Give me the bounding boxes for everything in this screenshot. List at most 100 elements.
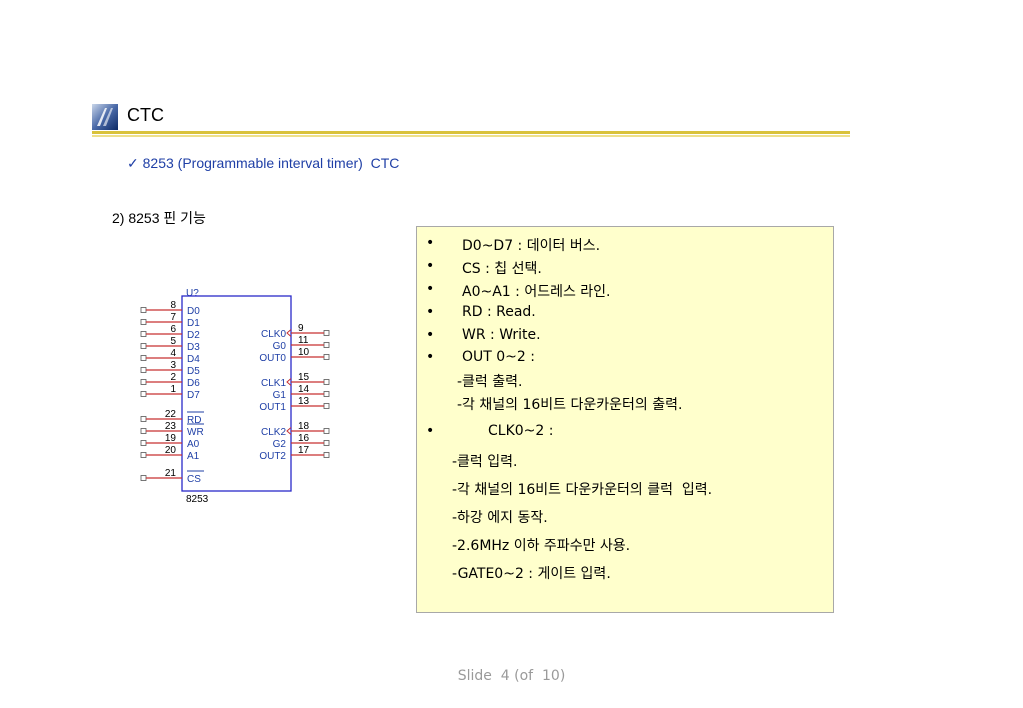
pin-terminal [140, 428, 147, 434]
pin-name: RD [187, 415, 201, 426]
pin-terminal [323, 403, 330, 409]
pin-number: 22 [165, 409, 177, 420]
pin-terminal [323, 391, 330, 397]
pin-terminal [140, 391, 147, 397]
bullet-4: • [426, 304, 435, 320]
info-item: D0~D7 : 데이터 버스. [462, 238, 601, 254]
info-subitem: -클럭 출력. [457, 374, 523, 390]
chip-body [181, 295, 292, 492]
pin-name: A0 [187, 439, 200, 450]
pin-number: 16 [298, 433, 310, 444]
info-subitem: -각 채널의 16비트 다운카운터의 클럭 입력. [452, 482, 713, 498]
pin-terminal [323, 452, 330, 458]
pin-number: 6 [170, 324, 176, 335]
chip-part-label: 8253 [186, 494, 209, 505]
pin-terminal [140, 379, 147, 385]
pin-terminal [323, 342, 330, 348]
info-item: A0~A1 : 어드레스 라인. [462, 284, 611, 300]
pin-number: 9 [298, 323, 304, 334]
pin-name: CLK1 [261, 378, 286, 389]
pin-function-box: • D0~D7 : 데이터 버스. • CS : 칩 선택. • A0~A1 :… [416, 226, 834, 613]
info-item: CS : 칩 선택. [462, 261, 542, 277]
subtitle: ✓ 8253 (Programmable interval timer) CTC [127, 155, 400, 171]
pin-terminal [140, 367, 147, 373]
section-title: 2) 8253 핀 기능 [112, 210, 206, 226]
clock-marker [286, 427, 292, 435]
info-item: CLK0~2 : [488, 423, 554, 439]
info-item: WR : Write. [462, 327, 541, 343]
pin-number: 2 [170, 372, 176, 383]
pin-name: CLK2 [261, 427, 286, 438]
pin-number: 23 [165, 421, 177, 432]
pin-terminal [323, 330, 330, 336]
pin-number: 11 [298, 335, 309, 346]
pin-name: A1 [187, 451, 200, 462]
info-subitem: -각 채널의 16비트 다운카운터의 출력. [457, 397, 683, 413]
pin-terminal [140, 416, 147, 422]
pin-name: D5 [187, 366, 200, 377]
pin-terminal [140, 307, 147, 313]
pin-number: 4 [170, 348, 176, 359]
page-title: CTC [127, 105, 164, 125]
pin-name: OUT2 [259, 451, 286, 462]
pin-number: 8 [170, 300, 176, 311]
bullet-5: • [426, 327, 435, 343]
pin-name: D6 [187, 378, 200, 389]
title-logo-icon [92, 104, 118, 130]
pin-name: D3 [187, 342, 200, 353]
pin-terminal [140, 440, 147, 446]
pin-terminal [140, 331, 147, 337]
chip-8253-diagram: U? 8253 8D07D16D25D34D43D52D61D722RD23WR… [140, 288, 330, 505]
pin-name: D2 [187, 330, 200, 341]
pin-terminal [140, 343, 147, 349]
pin-terminal [140, 452, 147, 458]
pin-number: 15 [298, 372, 310, 383]
pin-name: WR [187, 427, 204, 438]
pin-terminal [140, 319, 147, 325]
left-pin-group: 8D07D16D25D34D43D52D61D722RD23WR19A020A1… [140, 300, 204, 485]
bullet-7: • [426, 423, 435, 439]
pin-name: D1 [187, 318, 200, 329]
pin-number: 13 [298, 396, 310, 407]
clock-marker [286, 329, 292, 337]
pin-name: OUT1 [259, 402, 286, 413]
chip-ref-label: U? [186, 288, 199, 299]
pin-name: G2 [273, 439, 287, 450]
slide-footer: Slide 4 (of 10) [457, 668, 566, 684]
pin-terminal [323, 440, 330, 446]
info-subitem: -클럭 입력. [452, 454, 518, 470]
pin-number: 14 [298, 384, 310, 395]
info-subitem: -2.6MHz 이하 주파수만 사용. [452, 538, 631, 554]
info-subitem: -GATE0~2 : 게이트 입력. [452, 566, 611, 582]
pin-number: 1 [170, 384, 176, 395]
pin-terminal [323, 428, 330, 434]
pin-number: 18 [298, 421, 310, 432]
bullet-1: • [426, 235, 435, 251]
pin-terminal [140, 355, 147, 361]
right-pin-group: 9CLK011G010OUT015CLK114G113OUT118CLK216G… [259, 323, 330, 462]
bullet-3: • [426, 281, 435, 297]
pin-number: 21 [165, 468, 177, 479]
pin-name: D7 [187, 390, 200, 401]
clock-marker [286, 378, 292, 386]
pin-number: 20 [165, 445, 177, 456]
pin-number: 10 [298, 347, 310, 358]
info-item: OUT 0~2 : [462, 349, 535, 365]
pin-number: 7 [170, 312, 176, 323]
pin-name: G1 [273, 390, 287, 401]
bullet-6: • [426, 349, 435, 365]
pin-number: 19 [165, 433, 177, 444]
pin-name: OUT0 [259, 353, 286, 364]
bullet-2: • [426, 258, 435, 274]
info-subitem: -하강 에지 동작. [452, 510, 548, 526]
pin-name: CS [187, 474, 201, 485]
pin-name: D4 [187, 354, 200, 365]
pin-terminal [323, 354, 330, 360]
pin-terminal [140, 475, 147, 481]
pin-number: 17 [298, 445, 310, 456]
pin-name: CLK0 [261, 329, 286, 340]
pin-number: 5 [170, 336, 176, 347]
info-item: RD : Read. [462, 304, 536, 320]
pin-number: 3 [170, 360, 176, 371]
title-underline [92, 131, 850, 137]
